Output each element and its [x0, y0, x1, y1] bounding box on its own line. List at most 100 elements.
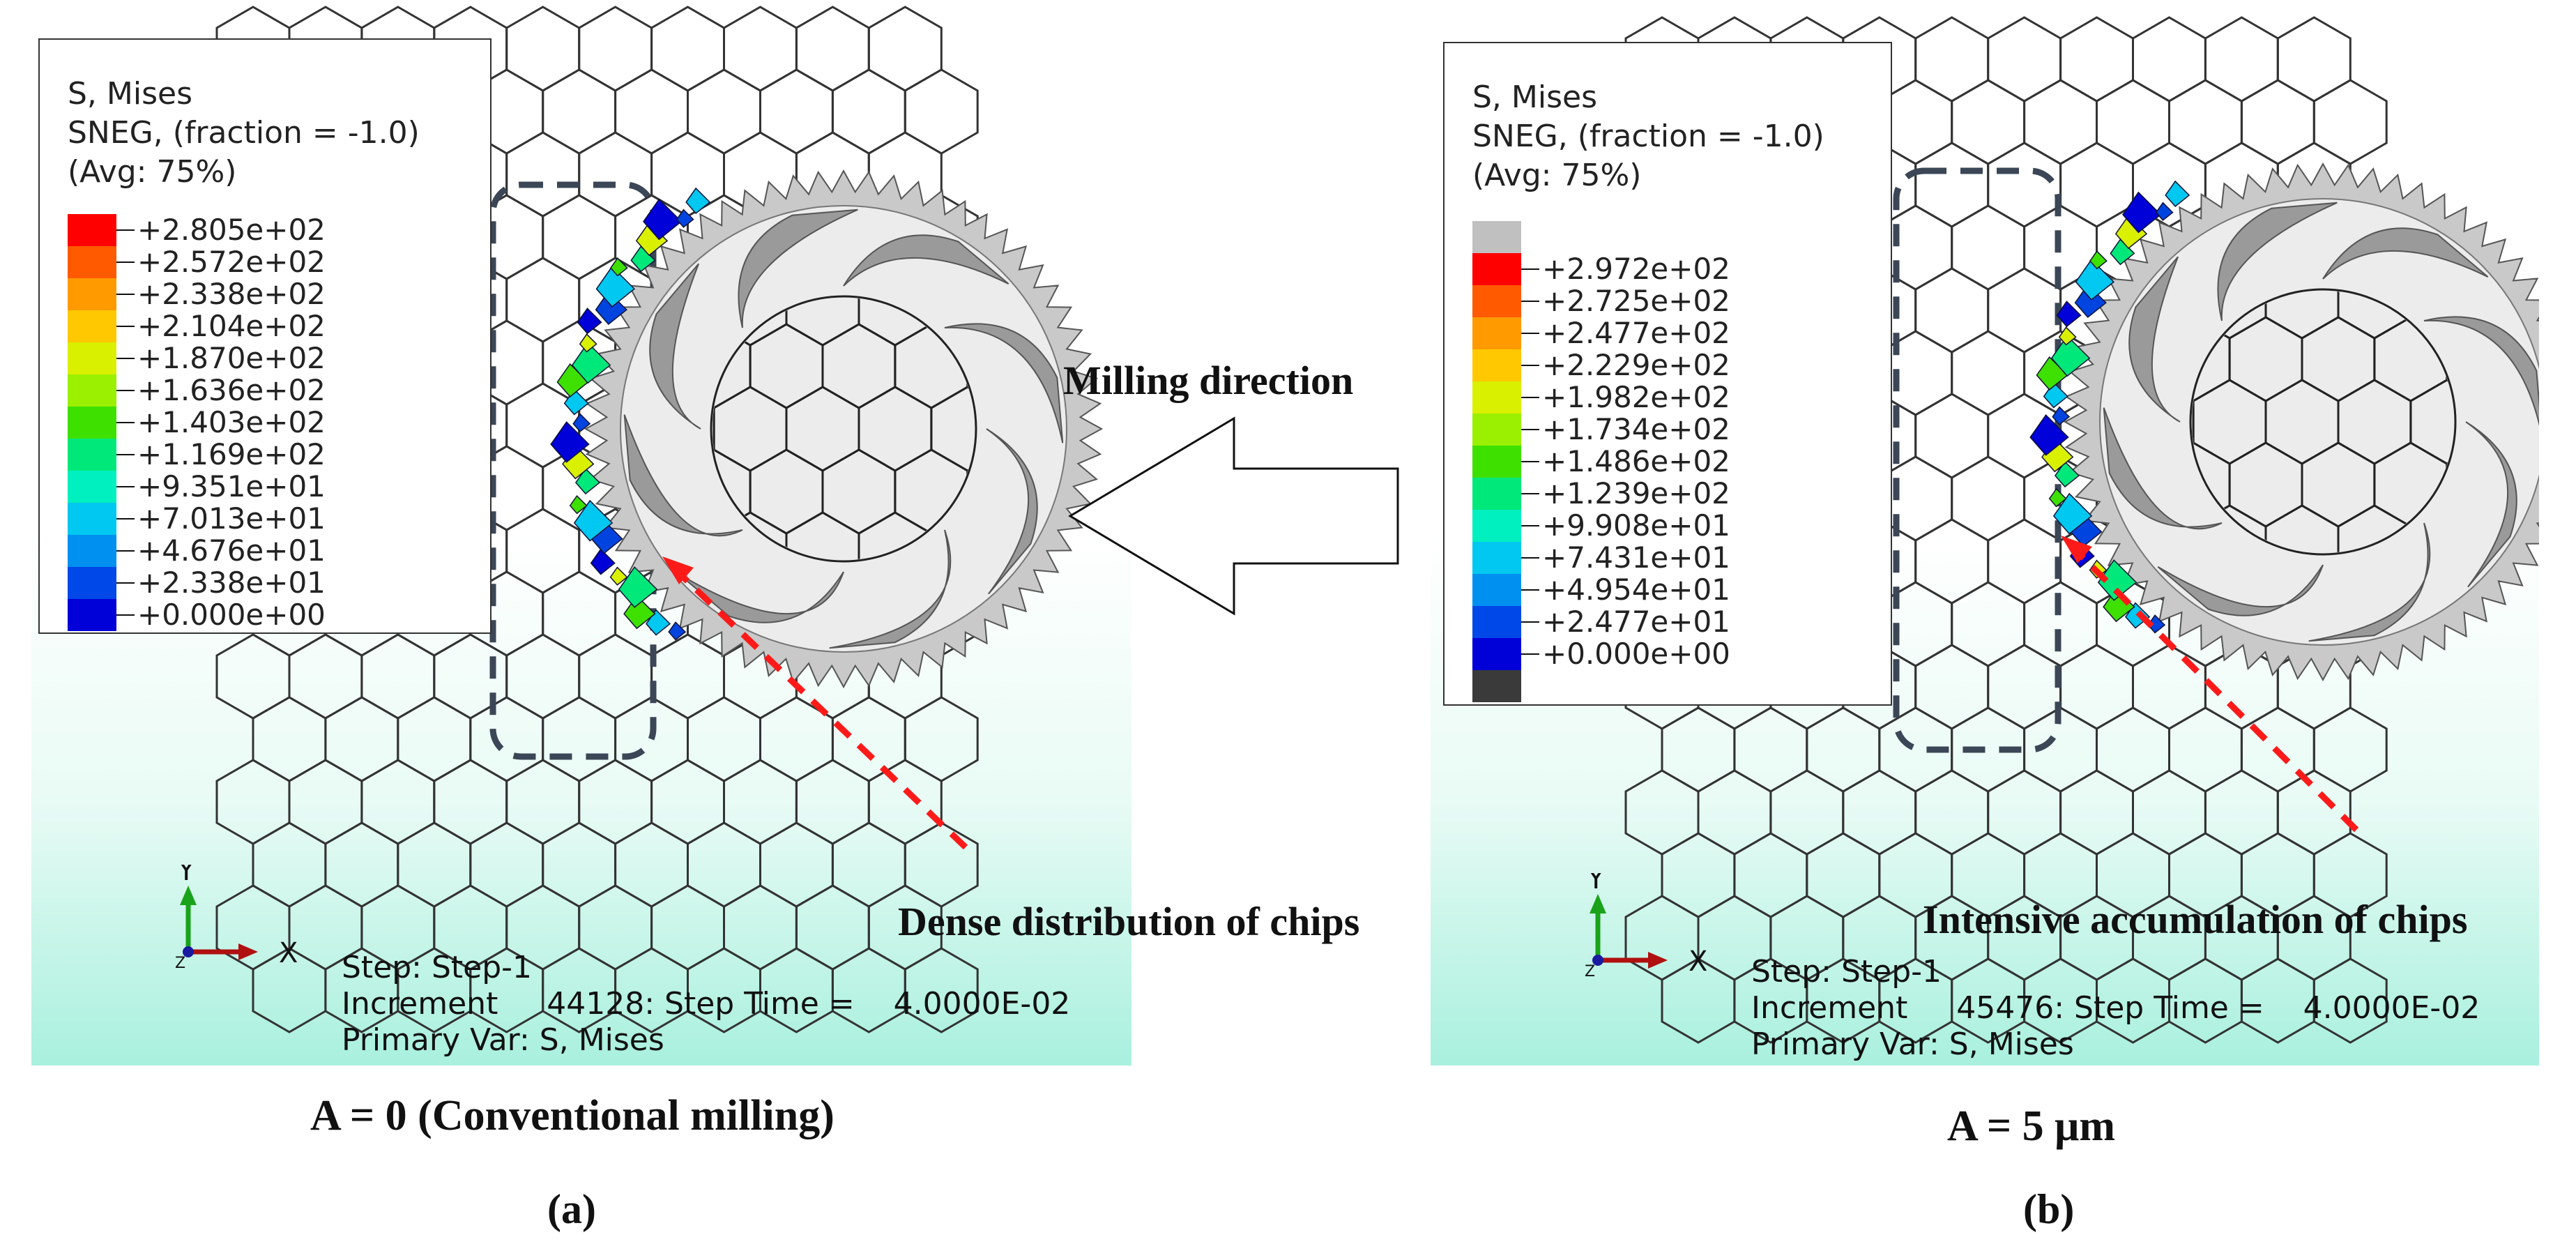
legend-swatch — [68, 407, 116, 439]
step-line: Step: Step-1 — [1751, 954, 1942, 990]
chip-fragment — [676, 208, 694, 228]
legend-swatch — [68, 246, 116, 278]
legend-value: +0.000e+00 — [1542, 637, 1730, 671]
legend-tick — [1521, 461, 1539, 462]
milling-direction-label: Milling direction — [1063, 358, 1354, 403]
chip-fragment — [2165, 180, 2190, 207]
chip-fragment — [609, 566, 628, 586]
legend-swatch — [68, 214, 116, 246]
legend-tick — [116, 358, 135, 359]
legend-subtitle: SNEG, (fraction = -1.0) — [68, 115, 420, 151]
axis-x-label: X — [279, 937, 298, 969]
coordinate-triad: Y X Z — [1585, 873, 1707, 978]
chip-fragment — [2056, 301, 2082, 328]
legend-value: +1.870e+02 — [137, 341, 326, 375]
legend-tick — [1521, 365, 1539, 366]
legend-tick — [116, 518, 135, 520]
step-line: Step: Step-1 — [342, 950, 533, 985]
legend-tick — [116, 454, 135, 455]
chip-fragment — [2052, 492, 2093, 535]
legend-swatch — [68, 374, 116, 407]
legend-swatch — [1472, 478, 1521, 510]
legend-value: +4.676e+01 — [137, 533, 326, 568]
legend-tick — [1521, 653, 1539, 655]
legend-swatch — [68, 342, 116, 374]
legend-value: +1.169e+02 — [137, 437, 326, 471]
legend-tick — [116, 326, 135, 327]
chip-fragment — [572, 413, 591, 432]
legend-swatch — [1472, 253, 1521, 285]
legend-swatch — [68, 278, 116, 310]
legend-average: (Avg: 75%) — [1472, 158, 1642, 193]
legend-swatch — [1472, 381, 1521, 414]
chip-fragment — [571, 342, 611, 384]
tool-flute — [986, 428, 1038, 595]
condition-caption-a: A = 0 (Conventional milling) — [310, 1092, 834, 1139]
legend-swatch — [68, 471, 116, 503]
legend-swatch — [1472, 446, 1521, 478]
legend-tick — [1521, 429, 1539, 430]
condition-caption-b: A = 5 μm — [1947, 1102, 2115, 1150]
axis-z-label: Z — [1585, 963, 1595, 978]
legend-value: +2.972e+02 — [1542, 252, 1730, 286]
legend-swatch — [1472, 606, 1521, 638]
legend-value: +9.908e+01 — [1542, 508, 1730, 543]
legend-value: +2.572e+02 — [137, 245, 326, 279]
chip-fragment — [595, 291, 627, 326]
tool-flute — [2465, 421, 2517, 588]
legend-tick — [1521, 589, 1539, 591]
legend-title: S, Mises — [1472, 79, 1598, 115]
legend-tick — [116, 229, 135, 231]
chip-fragment — [2048, 487, 2067, 508]
legend-value: +4.954e+01 — [1542, 573, 1730, 607]
primary-var-line: Primary Var: S, Mises — [342, 1022, 664, 1058]
legend-swatch — [68, 567, 116, 599]
legend-value: +9.351e+01 — [137, 469, 326, 503]
chip-fragment — [2029, 414, 2069, 456]
legend-swatch — [1472, 574, 1521, 606]
chip-fragment — [2075, 259, 2115, 301]
legend-swatch — [1472, 285, 1521, 317]
legend-swatch — [1472, 349, 1521, 381]
chip-fragment — [685, 187, 711, 214]
legend-tick — [116, 261, 135, 263]
chip-fragment — [2069, 541, 2095, 568]
legend-value: +7.431e+01 — [1542, 540, 1730, 575]
axis-y-label: Y — [177, 865, 195, 887]
legend-swatch — [68, 439, 116, 471]
chip-annotation-b: Intensive accumulation of chips — [1923, 897, 2468, 942]
mesh-cell — [904, 947, 979, 1033]
legend-swatch — [68, 503, 116, 535]
legend-tick — [1521, 621, 1539, 623]
chip-annotation-a: Dense distribution of chips — [898, 899, 1360, 944]
legend-value: +2.805e+02 — [137, 213, 326, 247]
chip-fragment — [643, 198, 683, 241]
legend-tick — [1521, 268, 1539, 270]
panel-a-simulation: S, Mises SNEG, (fraction = -1.0) (Avg: 7… — [31, 0, 1131, 1066]
tool-flute — [649, 263, 701, 430]
legend-value: +0.000e+00 — [137, 598, 326, 632]
legend-tick — [116, 294, 135, 295]
chip-fragment — [610, 257, 628, 277]
legend-subtitle: SNEG, (fraction = -1.0) — [1472, 119, 1824, 154]
chip-fragment — [618, 566, 658, 608]
legend-value: +1.734e+02 — [1542, 412, 1730, 446]
mesh-cell — [2312, 957, 2388, 1044]
legend-value: +1.239e+02 — [1542, 476, 1730, 510]
chip-fragment — [577, 308, 602, 335]
legend-value: +1.636e+02 — [137, 373, 326, 407]
increment-line: Increment 45476: Step Time = 4.0000E-02 — [1751, 990, 2480, 1026]
legend-tick — [116, 550, 135, 552]
legend-swatch — [1472, 317, 1521, 349]
legend-value: +2.338e+01 — [137, 566, 326, 600]
chip-fragment — [630, 245, 656, 273]
chip-fragment — [573, 499, 613, 542]
legend-title: S, Mises — [68, 76, 193, 112]
legend-swatch — [68, 310, 116, 342]
chip-fragment — [2054, 460, 2080, 488]
legend-value: +2.338e+02 — [137, 277, 326, 311]
legend-tick — [116, 486, 135, 487]
axis-x-label: X — [1689, 946, 1707, 978]
legend-tick — [116, 614, 135, 616]
legend-value: +1.486e+02 — [1542, 444, 1730, 478]
